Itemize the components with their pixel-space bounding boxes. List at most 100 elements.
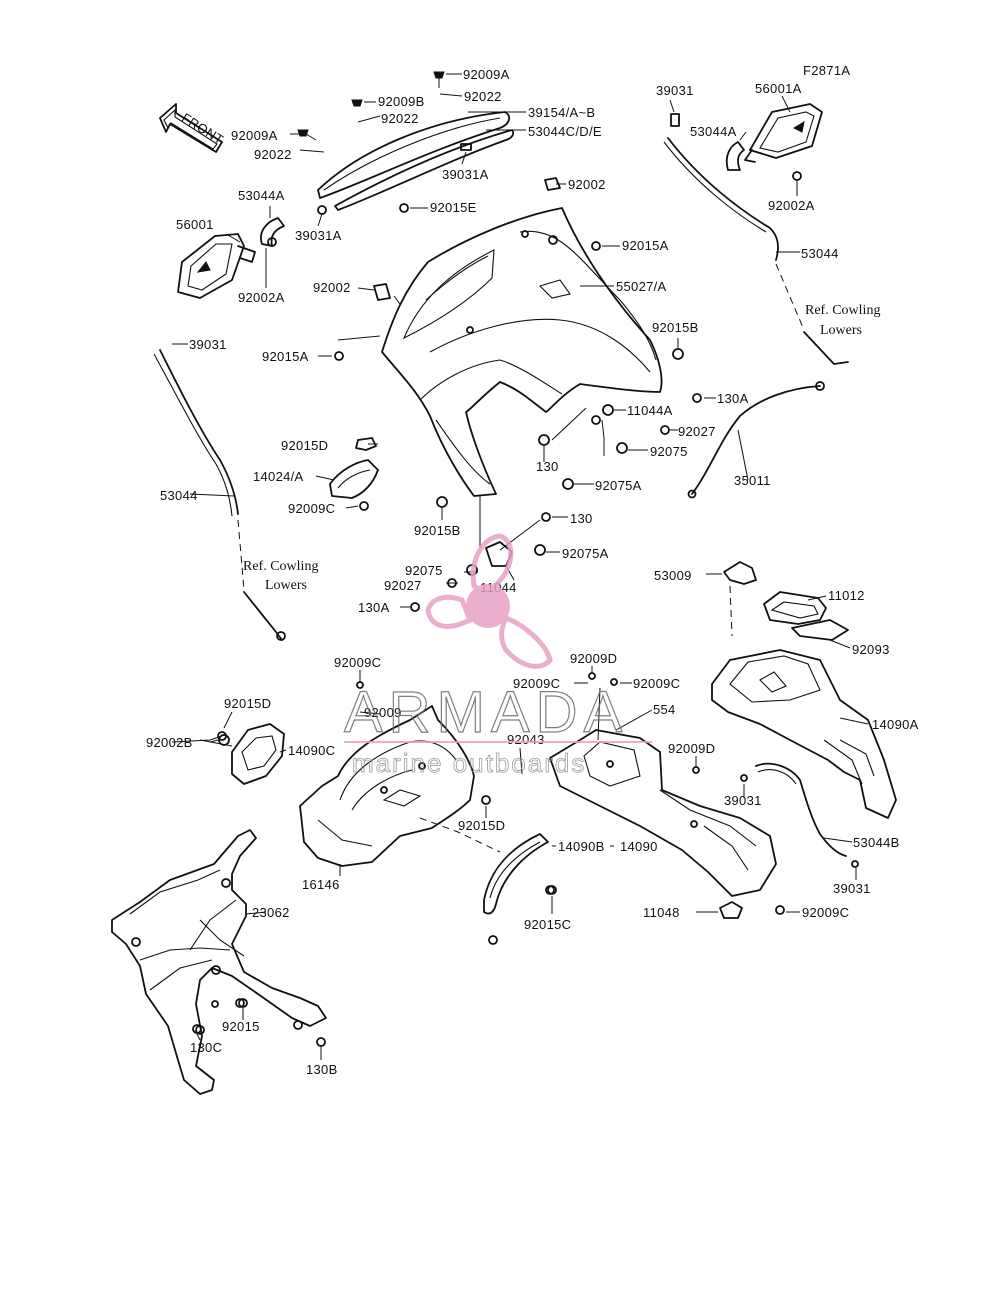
ref-note: Ref. Cowling: [805, 303, 880, 318]
part-label: 14090: [620, 839, 658, 854]
inner-panel-16146: [299, 705, 475, 867]
part-label: 92009D: [570, 651, 617, 666]
part-label: 130: [570, 511, 593, 526]
part-label: 53044A: [690, 124, 737, 139]
part-label: 92009D: [668, 741, 715, 756]
part-label: 39031: [724, 793, 762, 808]
part-label: 92002B: [146, 735, 193, 750]
part-label: 11044A: [627, 403, 673, 418]
watermark-tagline: marine outboards: [352, 748, 586, 778]
part-label: 92015: [222, 1019, 260, 1034]
part-label: 130A: [717, 391, 749, 406]
part-labels: 92009A 92009B 92022 92022 39154/A~B 5304…: [146, 67, 919, 1077]
part-label: 14090C: [288, 743, 335, 758]
part-label: 92002: [568, 177, 606, 192]
part-label: 92075A: [562, 546, 609, 561]
part-label: 92009B: [378, 94, 425, 109]
clip-53009: [723, 561, 757, 585]
part-label: 92015A: [622, 238, 669, 253]
part-label: 92002A: [768, 198, 815, 213]
watermark-brand: ARMADA: [344, 680, 628, 745]
cable-35011: [691, 385, 821, 495]
front-label: FRONT: [179, 110, 226, 147]
part-label: 92015D: [224, 696, 271, 711]
part-label: 92015A: [262, 349, 309, 364]
part-label: 11048: [643, 905, 680, 920]
part-label: 92022: [464, 89, 502, 104]
part-label: 39031A: [295, 228, 342, 243]
part-label: 92009A: [463, 67, 510, 82]
part-label: 130A: [358, 600, 390, 615]
hose-right-small: [725, 141, 745, 171]
cable-53044B: [755, 762, 847, 857]
windshield: [317, 111, 515, 211]
front-arrow: FRONT: [159, 103, 226, 153]
part-label: 92002A: [238, 290, 285, 305]
part-label: 53044B: [853, 835, 900, 850]
cover-11012: [763, 591, 849, 641]
part-label: 14090B: [558, 839, 605, 854]
part-label: 92015C: [524, 917, 571, 932]
part-label: 92009C: [513, 676, 560, 691]
upper-cowling: [381, 207, 663, 497]
part-label: 11012: [828, 588, 865, 603]
part-label: 554: [653, 702, 676, 717]
part-label: 53044C/D/E: [528, 124, 602, 139]
part-label: 14090A: [872, 717, 919, 732]
part-label: 53044: [801, 246, 839, 261]
part-label: 92009: [364, 705, 402, 720]
part-label: 130: [536, 459, 559, 474]
mirror-left: [177, 233, 277, 299]
part-label: 16146: [302, 877, 340, 892]
part-label: 92009C: [334, 655, 381, 670]
part-label: 92093: [852, 642, 890, 657]
ref-cowling-left: Ref. Cowling Lowers: [243, 559, 318, 593]
part-label: 92002: [313, 280, 351, 295]
part-label: 39031: [833, 881, 871, 896]
part-label: 92015B: [414, 523, 461, 538]
part-label: 92022: [254, 147, 292, 162]
part-label: 56001A: [755, 81, 802, 96]
watermark: ARMADA marine outboards: [343, 533, 652, 778]
part-label: 92009A: [231, 128, 278, 143]
part-label: 39031: [656, 83, 694, 98]
cable-53044-right: [667, 137, 779, 261]
part-label: 53009: [654, 568, 692, 583]
part-label: 92075: [405, 563, 443, 578]
part-label: 92009C: [288, 501, 335, 516]
part-label: 92009C: [802, 905, 849, 920]
part-label: 92015E: [430, 200, 477, 215]
part-label: 92009C: [633, 676, 680, 691]
part-label: 39154/A~B: [528, 105, 595, 120]
part-label: 92027: [384, 578, 422, 593]
part-label: 92027: [678, 424, 716, 439]
part-label: 55027/A: [616, 279, 667, 294]
inner-cover-14024: [329, 437, 379, 499]
part-label: 53044A: [238, 188, 285, 203]
bracket-14090C: [218, 723, 285, 785]
hose-left-small: [260, 217, 285, 247]
part-label: 92022: [381, 111, 419, 126]
tray-14090A: [711, 649, 897, 819]
part-label: 92015D: [281, 438, 328, 453]
part-label: 92015B: [652, 320, 699, 335]
cable-53044-left: [159, 349, 239, 515]
hardware: [192, 71, 859, 1034]
strip-14090B: [483, 833, 549, 915]
part-label: 14024/A: [253, 469, 304, 484]
mirror-right: [744, 103, 823, 181]
part-label: 23062: [252, 905, 290, 920]
part-label: 53044: [160, 488, 198, 503]
part-label: 39031: [189, 337, 227, 352]
part-label: 92075: [650, 444, 688, 459]
part-label: 92043: [507, 732, 545, 747]
part-label: 92015D: [458, 818, 505, 833]
ref-cowling-right: Ref. Cowling Lowers: [805, 303, 880, 338]
part-label: 130B: [306, 1062, 338, 1077]
ref-note: Lowers: [820, 323, 862, 338]
storage-box-14090: [549, 729, 777, 897]
part-label: 92075A: [595, 478, 642, 493]
part-label: 39031A: [442, 167, 489, 182]
ref-note: Lowers: [265, 578, 307, 593]
